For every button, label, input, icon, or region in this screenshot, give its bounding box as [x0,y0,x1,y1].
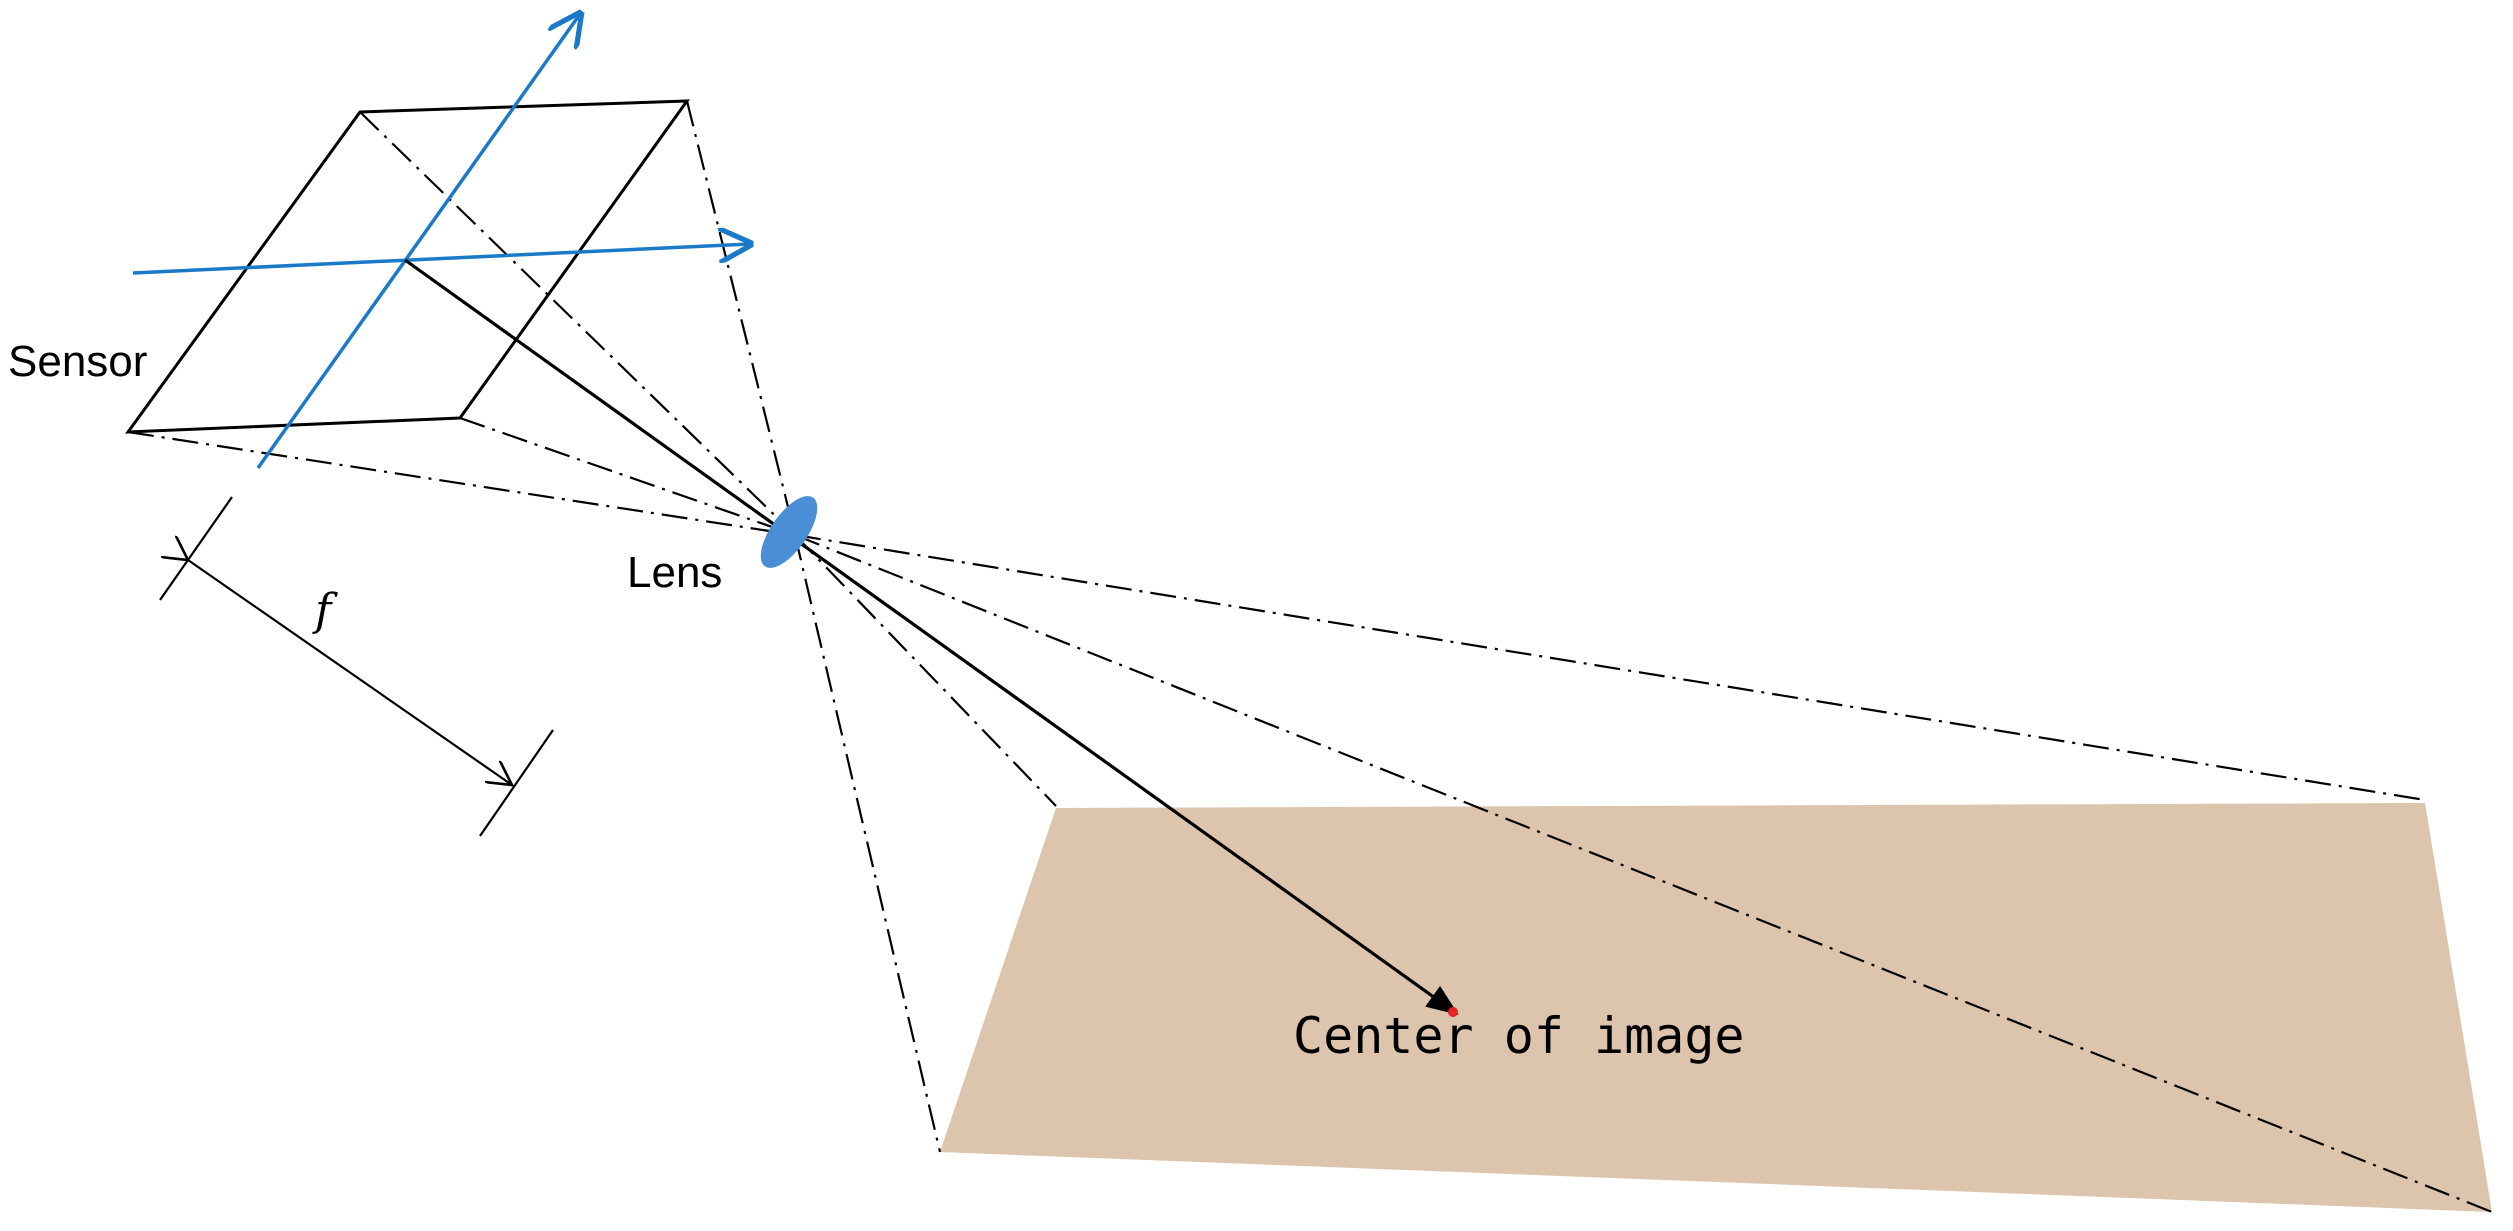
optical-axis [404,258,1459,1015]
center-of-image-label: Center of image [1293,1007,1745,1065]
sensor-vertical-axis [256,14,580,470]
sensor-plane [124,99,690,434]
sensor-label: Sensor [8,337,147,386]
focal-length-dimension [159,496,554,837]
focal-length-label: f [312,585,338,636]
lens-icon [760,496,818,568]
sensor-horizontal-axis [132,244,750,275]
lens-label: Lens [627,548,722,597]
center-point [1448,1007,1458,1017]
projection-rays [127,100,2493,1214]
ground-plane [940,803,2492,1212]
